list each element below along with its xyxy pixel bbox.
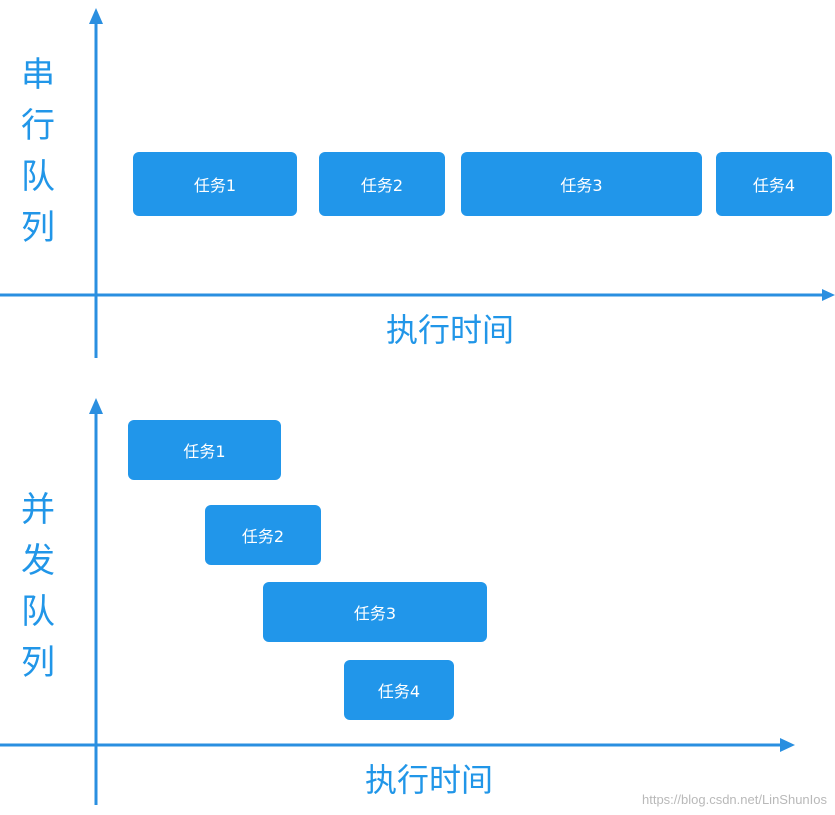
concurrent-label-char-3: 队 (21, 592, 55, 632)
serial-y-arrowhead (89, 8, 103, 24)
serial-queue-panel: 串 行 队 列 任务1 任务2 任务3 任务4 执行时间 (0, 0, 835, 370)
concurrent-queue-panel: 并 发 队 列 任务1 任务2 任务3 任务4 执行时间 (0, 390, 835, 815)
serial-label-char-4: 列 (21, 208, 55, 248)
serial-x-axis-label: 执行时间 (386, 311, 515, 349)
concurrent-label-char-2: 发 (21, 541, 55, 581)
serial-task-3: 任务3 (461, 152, 702, 216)
concurrent-x-axis-label: 执行时间 (365, 761, 494, 799)
serial-task-1: 任务1 (133, 152, 297, 216)
serial-label-char-1: 串 (21, 55, 55, 95)
serial-task-4: 任务4 (716, 152, 832, 216)
concurrent-task-3: 任务3 (263, 582, 487, 642)
watermark-text: https://blog.csdn.net/LinShunIos (641, 792, 827, 807)
concurrent-axes (0, 398, 795, 805)
serial-queue-label: 串 行 队 列 (18, 50, 58, 254)
concurrent-task-2: 任务2 (205, 505, 321, 565)
concurrent-label-char-1: 并 (21, 490, 55, 530)
concurrent-y-arrowhead (89, 398, 103, 414)
concurrent-queue-label: 并 发 队 列 (18, 485, 58, 689)
serial-label-char-2: 行 (21, 106, 55, 146)
serial-x-arrowhead (822, 289, 835, 301)
serial-task-2: 任务2 (319, 152, 445, 216)
concurrent-label-char-4: 列 (21, 643, 55, 683)
concurrent-x-arrowhead (780, 738, 795, 752)
serial-axes (0, 8, 835, 358)
concurrent-task-4: 任务4 (344, 660, 454, 720)
concurrent-task-1: 任务1 (128, 420, 281, 480)
serial-label-char-3: 队 (21, 157, 55, 197)
